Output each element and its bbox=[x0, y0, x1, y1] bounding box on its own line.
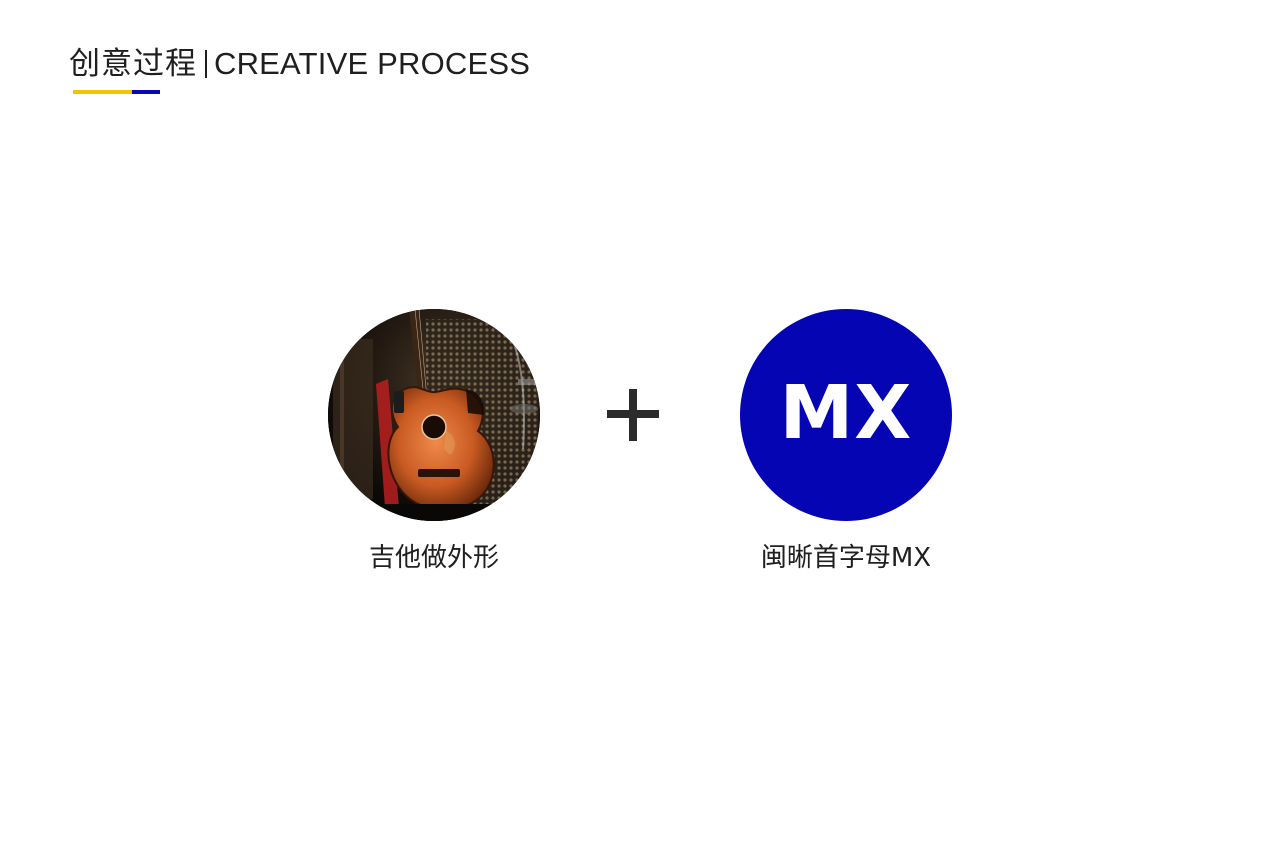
initials-caption: 闽晰首字母MX bbox=[760, 543, 932, 573]
guitar-illustration bbox=[328, 309, 540, 521]
plus-icon bbox=[607, 389, 659, 441]
title-chinese: 创意过程 bbox=[69, 46, 197, 82]
mx-logo-circle: MX bbox=[740, 309, 952, 521]
mx-logo-text: MX bbox=[779, 370, 913, 456]
underline-blue-segment bbox=[132, 90, 160, 94]
page-title: 创意过程 CREATIVE PROCESS bbox=[69, 44, 530, 84]
guitar-caption: 吉他做外形 bbox=[368, 543, 499, 573]
underline-yellow-segment bbox=[73, 90, 132, 94]
title-english: CREATIVE PROCESS bbox=[214, 46, 531, 81]
title-underline bbox=[73, 90, 160, 94]
guitar-photo bbox=[328, 309, 540, 521]
title-separator bbox=[205, 50, 207, 78]
